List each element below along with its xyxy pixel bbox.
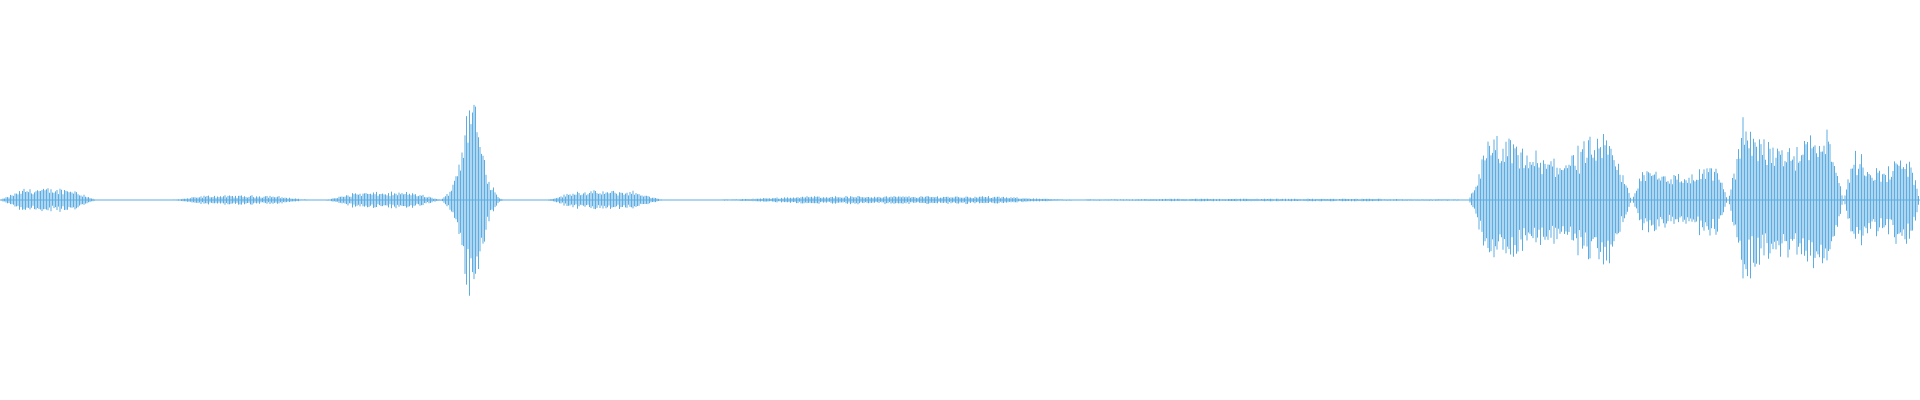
waveform-bars: [1, 104, 1919, 296]
